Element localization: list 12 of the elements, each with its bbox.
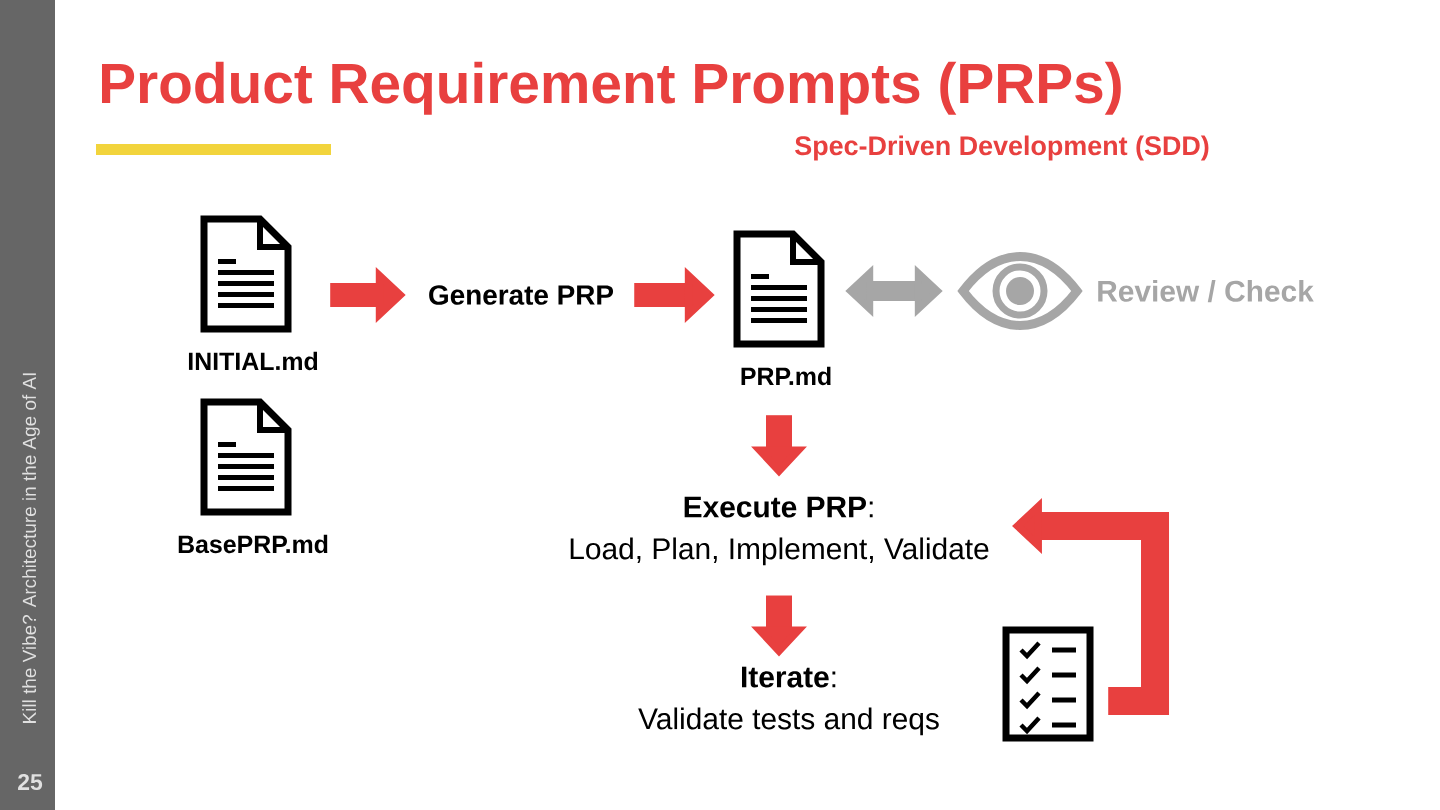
step-label: Generate PRP bbox=[429, 285, 614, 305]
footer-text: Kill the Vibe? Architecture in the Age of AI bbox=[22, 373, 40, 723]
subtitle: Spec-Driven Development (SDD) bbox=[795, 135, 1209, 161]
slide-title: Product Requirement Prompts (PRPs) bbox=[102, 61, 1121, 115]
review-label: Review / Check bbox=[1098, 279, 1314, 303]
step-text: Execute PRP: Load, Plan, Implement, Validate bbox=[570, 496, 989, 566]
file-name: BasePRP.md bbox=[178, 534, 328, 554]
file-name: INITIAL.md bbox=[188, 351, 318, 371]
step-text: Iterate: Validate tests and reqs bbox=[638, 666, 939, 736]
page-number: 25 bbox=[18, 773, 43, 791]
checklist-icon bbox=[1002, 626, 1094, 742]
file-name: PRP.md bbox=[741, 366, 831, 386]
